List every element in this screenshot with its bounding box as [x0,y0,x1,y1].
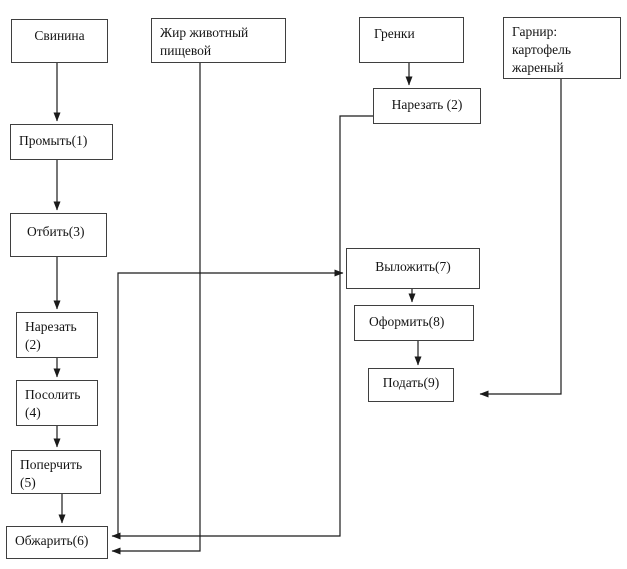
node-grenki: Гренки [359,17,464,63]
node-narezat-2-grenki: Нарезать (2) [373,88,481,124]
node-poperchit-5: Поперчить (5) [11,450,101,494]
arrow-garnir-podat [479,79,562,398]
node-vylozhit-7: Выложить(7) [346,248,480,289]
node-svinina: Свинина [11,19,108,63]
node-otbit-3: Отбить(3) [10,213,107,257]
arrow-zhir-obzharit [111,63,201,555]
node-garnir: Гарнир: картофель жареный [503,17,621,79]
arrow-narezat-grenki-obzharit [111,115,373,540]
node-posolit-4: Посолить (4) [16,380,98,426]
node-promyt-1: Промыть(1) [10,124,113,160]
node-narezat-2-svinina: Нарезать (2) [16,312,98,358]
node-zhir-zhivotny: Жир животный пищевой [151,18,286,63]
node-oformit-8: Оформить(8) [354,305,474,341]
node-obzharit-6: Обжарить(6) [6,526,108,559]
node-podat-9: Подать(9) [368,368,454,402]
arrow-obzharit-vylozhit [117,269,344,536]
